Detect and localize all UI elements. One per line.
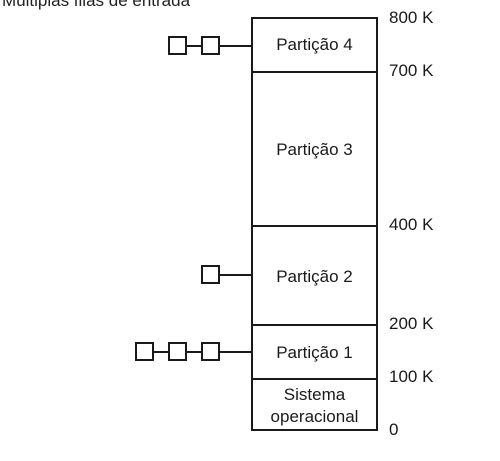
- queue-connector: [220, 351, 251, 353]
- queue-connector: [154, 351, 168, 353]
- partition-1: Partição 1: [253, 324, 376, 380]
- queue-job-box: [201, 36, 220, 55]
- address-800k: 800 K: [389, 8, 434, 27]
- address-400k: 400 K: [389, 215, 434, 234]
- queue-job-box: [201, 265, 220, 284]
- memory-block: Partição 4 Partição 3 Partição 2 Partiçã…: [251, 17, 378, 431]
- queue-job-box: [168, 36, 187, 55]
- os-label-line1: Sistema: [283, 384, 346, 404]
- address-0: 0: [389, 420, 399, 439]
- address-100k: 100 K: [389, 367, 434, 386]
- queue-connector: [220, 274, 251, 276]
- partition-2: Partição 2: [253, 225, 376, 326]
- partition-3-label: Partição 3: [276, 140, 353, 159]
- queue-job-box: [201, 342, 220, 361]
- queue-job-box: [168, 342, 187, 361]
- operating-system-partition: Sistema operacional: [253, 378, 376, 431]
- queue-connector: [187, 351, 201, 353]
- partition-3: Partição 3: [253, 71, 376, 227]
- os-label-line2: operacional: [270, 406, 359, 426]
- queue-connector: [220, 45, 251, 47]
- diagram-title: Múltiplas filas de entrada: [2, 0, 191, 10]
- address-200k: 200 K: [389, 314, 434, 333]
- queue-connector: [187, 45, 201, 47]
- partition-1-label: Partição 1: [276, 343, 353, 362]
- queue-job-box: [135, 342, 154, 361]
- partition-2-label: Partição 2: [276, 266, 353, 286]
- partition-4-label: Partição 4: [276, 35, 353, 54]
- partition-4: Partição 4: [253, 19, 376, 71]
- address-700k: 700 K: [389, 61, 434, 80]
